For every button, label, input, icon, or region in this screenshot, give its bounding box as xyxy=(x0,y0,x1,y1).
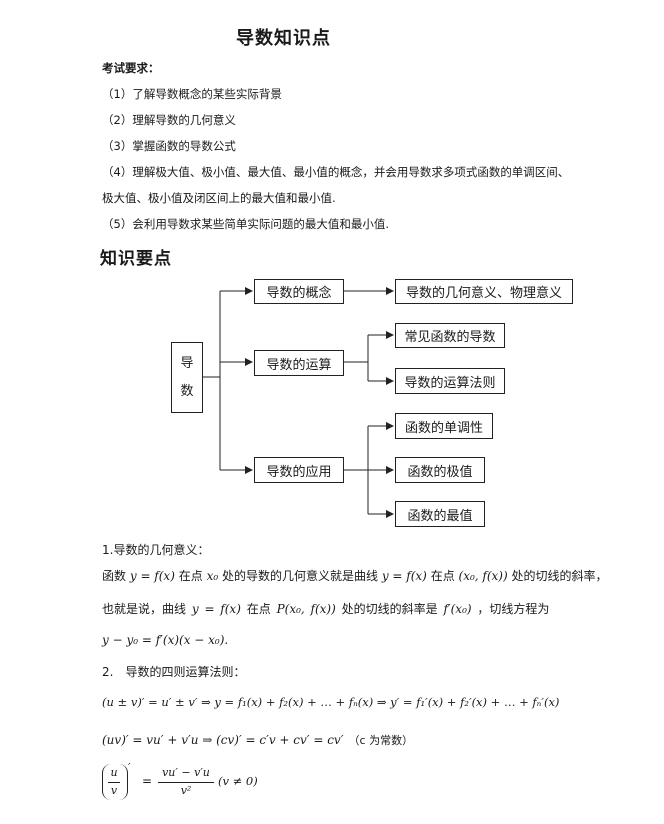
rhs-numerator: vu′ − v′u xyxy=(162,766,210,779)
math-expr: y = f(x) xyxy=(129,569,175,583)
text: 在点 xyxy=(246,602,271,616)
math-expr: x₀ xyxy=(206,569,219,583)
lhs-denominator: v xyxy=(110,784,118,797)
node-geometric-physical-meaning: 导数的几何意义、物理意义 xyxy=(395,279,573,304)
requirement-item: （3）掌握函数的导数公式 xyxy=(102,139,236,153)
node-derivative-application: 导数的应用 xyxy=(254,457,344,483)
section1-line2: 也就是说，曲线 y = f(x) 在点 P(x₀, f(x)) 处的切线的斜率是… xyxy=(102,600,549,617)
lhs-numerator: u xyxy=(110,766,118,779)
section1-heading: 1.导数的几何意义： xyxy=(102,543,210,557)
product-rule-line: (uv)′ = vu′ + v′u ⇒ (cv)′ = c′v + cv′ = … xyxy=(102,729,413,748)
rhs-fraction-bar xyxy=(158,782,214,783)
requirement-item: （5）会利用导数求某些简单实际问题的最大值和最小值. xyxy=(102,217,389,231)
text: 处的导数的几何意义就是曲线 xyxy=(221,569,378,583)
math-expr: y = f(x) xyxy=(191,602,241,616)
page-title: 导数知识点 xyxy=(236,28,331,49)
node-derivative-concept: 导数的概念 xyxy=(254,279,344,304)
knowledge-heading: 知识要点 xyxy=(100,249,172,269)
requirement-item: （4）理解极大值、极小值、最大值、最小值的概念，并会用导数求多项式函数的单调区间… xyxy=(102,165,570,179)
math-expr: y = f(x) xyxy=(381,569,427,583)
node-common-derivatives: 常见函数的导数 xyxy=(395,323,505,348)
node-derivative-operation: 导数的运算 xyxy=(254,350,344,376)
section2-heading: 2. 导数的四则运算法则： xyxy=(102,665,246,679)
requirements-heading: 考试要求： xyxy=(102,61,160,75)
quotient-rule-formula: u v ′ = vu′ − v′u v² (v ≠ 0) xyxy=(102,761,282,804)
tangent-line-equation: y − y₀ = f′(x)(x − x₀). xyxy=(102,633,229,647)
product-rule-formula: (uv)′ = vu′ + v′u ⇒ (cv)′ = c′v + cv′ = … xyxy=(102,733,344,747)
rhs-denominator: v² xyxy=(180,784,192,797)
sum-rule-formula: (u ± v)′ = u′ ± v′ ⇒ y = f₁(x) + f₂(x) +… xyxy=(102,695,560,709)
text: 处的切线的斜率， xyxy=(511,569,608,583)
text: 处的切线的斜率是 xyxy=(341,602,438,616)
node-monotonicity: 函数的单调性 xyxy=(395,413,493,439)
prime-mark: ′ xyxy=(128,761,131,774)
math-expr: f′(x₀) xyxy=(443,602,472,616)
math-expr: P(x₀, f(x)) xyxy=(276,602,336,616)
requirement-item: （1）了解导数概念的某些实际背景 xyxy=(102,87,282,101)
node-derivative-rules: 导数的运算法则 xyxy=(395,368,505,394)
section1-line1: 函数 y = f(x) 在点 x₀ 处的导数的几何意义就是曲线 y = f(x)… xyxy=(102,567,608,584)
root-char: 导 xyxy=(180,355,194,371)
constant-note: （c 为常数） xyxy=(348,734,414,747)
lhs-paren xyxy=(102,764,128,800)
text: 在点 xyxy=(430,569,455,583)
lhs-fraction-bar xyxy=(108,782,120,783)
text: 函数 xyxy=(102,569,127,583)
root-char: 数 xyxy=(180,383,194,399)
requirement-item: 极大值、极小值及闭区间上的最大值和最小值. xyxy=(102,191,336,205)
math-expr: (x₀, f(x)) xyxy=(458,569,508,583)
text: 也就是说，曲线 xyxy=(102,602,187,616)
diagram-root-node: 导 数 xyxy=(171,342,203,413)
equals-sign: = xyxy=(142,774,153,788)
text: ，切线方程为 xyxy=(477,602,550,616)
requirement-item: （2）理解导数的几何意义 xyxy=(102,113,236,127)
node-extrema: 函数的极值 xyxy=(395,457,485,483)
nonzero-condition: (v ≠ 0) xyxy=(218,774,258,788)
node-max-min: 函数的最值 xyxy=(395,501,485,527)
text: 在点 xyxy=(178,569,203,583)
